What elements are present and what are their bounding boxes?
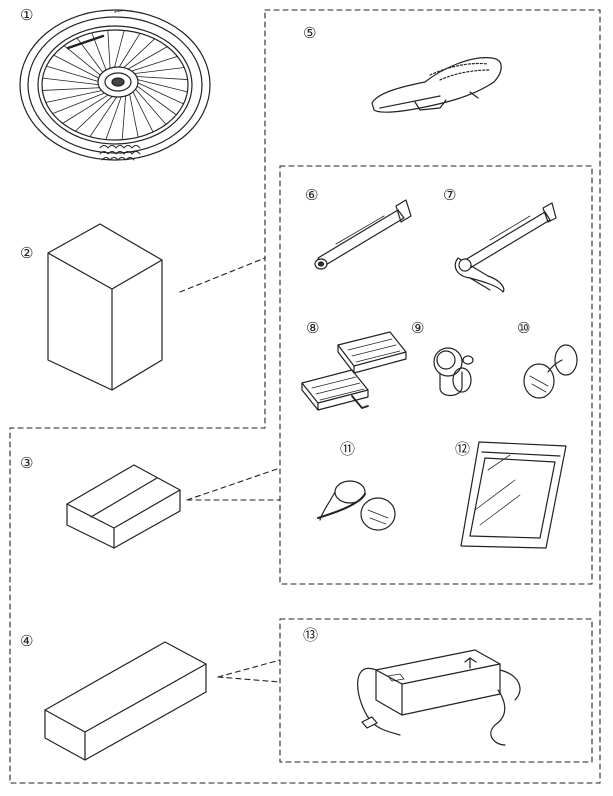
document-bag-illustration bbox=[460, 441, 567, 549]
leader-line-4a bbox=[217, 659, 281, 678]
wheel-spoke bbox=[133, 75, 189, 80]
bell-illustration bbox=[433, 347, 474, 397]
part-number-8: ⑧ bbox=[306, 319, 319, 337]
outer-group-outline bbox=[9, 9, 601, 784]
wheel-spokes bbox=[41, 29, 189, 141]
wheel-spoke bbox=[135, 78, 188, 93]
wheel-spoke bbox=[121, 38, 156, 70]
pedals-illustration bbox=[301, 331, 407, 411]
wheel-spoke bbox=[128, 55, 178, 73]
leader-line-2 bbox=[179, 257, 266, 293]
wheel-spoke bbox=[63, 45, 103, 77]
long-box-illustration bbox=[44, 641, 207, 761]
part-number-9: ⑨ bbox=[411, 319, 424, 337]
accessory-group-outline bbox=[279, 165, 593, 585]
wheel-spoke bbox=[135, 81, 184, 105]
wheel-spoke bbox=[105, 94, 123, 140]
wheel-spoke bbox=[121, 93, 127, 141]
part-number-3: ③ bbox=[20, 454, 33, 472]
part-number-7: ⑦ bbox=[443, 186, 456, 204]
part-number-13: ⑬ bbox=[303, 626, 318, 644]
part-number-labels: ① ② ③ ④ ⑤ ⑥ ⑦ ⑧ ⑨ ⑩ ⑪ ⑫ ⑬ bbox=[20, 6, 530, 650]
wheel-spoke bbox=[46, 65, 101, 83]
wheel-spoke bbox=[52, 91, 108, 115]
wheel-spoke bbox=[131, 67, 185, 75]
large-box-illustration bbox=[47, 223, 163, 391]
charger-group-outline bbox=[279, 618, 593, 763]
part-number-1: ① bbox=[20, 6, 33, 24]
wheel-spoke bbox=[89, 94, 119, 138]
wheel-spoke bbox=[125, 46, 168, 71]
part-number-12: ⑫ bbox=[455, 440, 470, 458]
wheel-spoke bbox=[131, 89, 154, 133]
wheel-spoke bbox=[117, 32, 141, 70]
wheel-spoke bbox=[62, 93, 111, 124]
thru-axle-illustration bbox=[314, 199, 412, 270]
wheel-spoke bbox=[74, 94, 115, 132]
part-number-10: ⑩ bbox=[517, 319, 530, 337]
small-box-illustration bbox=[66, 464, 181, 549]
wheel-spoke bbox=[128, 91, 139, 138]
wheel-spoke bbox=[41, 87, 103, 91]
reflector-strap-illustration bbox=[317, 480, 396, 531]
part-number-4: ④ bbox=[20, 632, 33, 650]
saddle-illustration bbox=[371, 57, 502, 113]
leader-line-4b bbox=[217, 676, 281, 683]
wheel-illustration bbox=[19, 9, 211, 161]
part-number-2: ② bbox=[20, 244, 33, 262]
part-number-11: ⑪ bbox=[340, 440, 355, 458]
part-number-5: ⑤ bbox=[303, 24, 316, 42]
wheel-spoke bbox=[135, 84, 177, 116]
part-number-6: ⑥ bbox=[305, 186, 318, 204]
wheel-spoke bbox=[53, 54, 101, 80]
wheel-spoke bbox=[113, 30, 125, 70]
quick-release-illustration bbox=[454, 202, 557, 293]
wheel-spoke bbox=[133, 87, 167, 125]
cassette bbox=[99, 145, 141, 161]
leader-line-3a bbox=[186, 467, 281, 501]
charger-illustration bbox=[357, 649, 521, 746]
dashed-group-outlines bbox=[9, 9, 601, 784]
wheel-spoke bbox=[42, 77, 101, 86]
wheel-spoke bbox=[45, 89, 105, 103]
reflector-mount-illustration bbox=[523, 344, 578, 399]
wheel-spoke bbox=[107, 29, 111, 71]
